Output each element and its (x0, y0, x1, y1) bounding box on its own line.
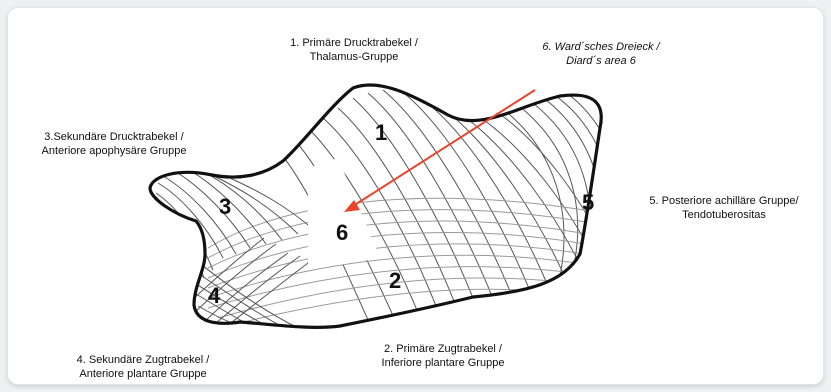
label-number-3: 3 (219, 194, 231, 219)
label-group3: 3.Sekundäre Drucktrabekel / Anteriore ap… (30, 130, 198, 158)
label-number-1: 1 (375, 120, 387, 145)
label-group3-line2: Anteriore apophysäre Gruppe (30, 144, 198, 158)
diagram-card: 1 2 3 4 5 6 1. Primäre Drucktrabekel / T… (8, 8, 823, 384)
label-number-5: 5 (582, 190, 594, 215)
label-group2: 2. Primäre Zugtrabekel / Inferiore plant… (360, 342, 526, 370)
group2-trabeculae (208, 198, 608, 326)
label-group1-line1: 1. Primäre Drucktrabekel / (276, 36, 432, 50)
label-group1: 1. Primäre Drucktrabekel / Thalamus-Grup… (276, 36, 432, 64)
label-number-6: 6 (336, 220, 348, 245)
label-group4-line2: Anteriore plantare Gruppe (60, 367, 226, 381)
label-group3-line1: 3.Sekundäre Drucktrabekel / (30, 130, 198, 144)
label-group5: 5. Posteriore achilläre Gruppe/ Tendotub… (636, 194, 812, 222)
label-ward-line2: Diard´s area 6 (528, 54, 674, 68)
label-group5-line1: 5. Posteriore achilläre Gruppe/ (636, 194, 812, 208)
label-ward: 6. Ward´sches Dreieck / Diard´s area 6 (528, 40, 674, 68)
label-number-4: 4 (208, 283, 221, 308)
label-group5-line2: Tendotuberositas (636, 208, 812, 222)
label-number-2: 2 (389, 268, 401, 293)
ward-arrow (344, 90, 535, 212)
label-group4: 4. Sekundäre Zugtrabekel / Anteriore pla… (60, 353, 226, 381)
label-group2-line2: Inferiore plantare Gruppe (360, 356, 526, 370)
label-group1-line2: Thalamus-Gruppe (276, 50, 432, 64)
label-group2-line1: 2. Primäre Zugtrabekel / (360, 342, 526, 356)
label-ward-line1: 6. Ward´sches Dreieck / (528, 40, 674, 54)
label-group4-line1: 4. Sekundäre Zugtrabekel / (60, 353, 226, 367)
